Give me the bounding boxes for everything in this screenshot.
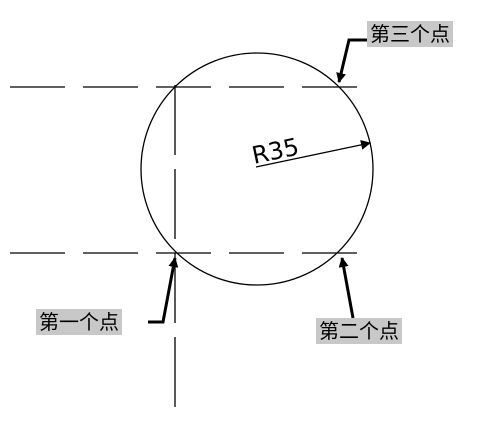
first-point-leader [148, 257, 179, 324]
first-point-label: 第一个点 [36, 309, 122, 335]
second-point-leader [338, 257, 355, 319]
radius-leader-line [255, 139, 371, 168]
third-point-label: 第三个点 [367, 21, 453, 47]
second-point-label: 第二个点 [316, 318, 402, 344]
main-circle [140, 52, 374, 286]
radius-dimension-text: R35 [249, 133, 301, 170]
third-point-leader [336, 38, 367, 83]
